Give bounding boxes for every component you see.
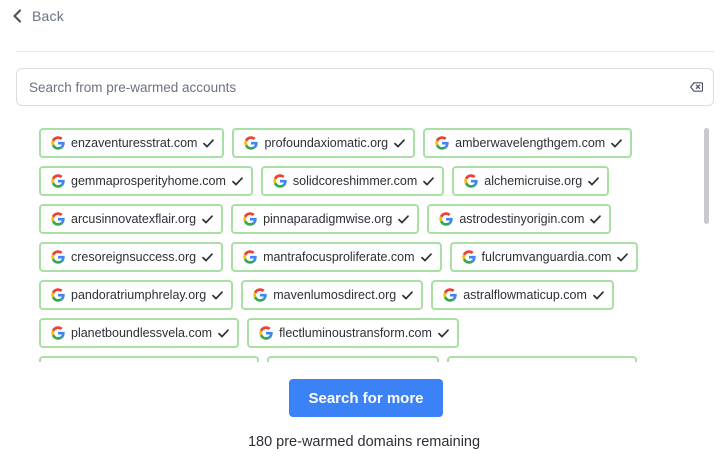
checkmark-icon — [617, 252, 629, 262]
checkmark-icon — [402, 290, 414, 300]
google-icon — [51, 250, 65, 264]
checkmark-icon — [588, 176, 600, 186]
checkmark-icon — [423, 176, 435, 186]
checkmark-icon — [590, 214, 602, 224]
search-for-more-button[interactable]: Search for more — [289, 379, 443, 417]
domain-chip[interactable]: pandoratriumphrelay.org — [39, 280, 234, 310]
domain-label: enzaventuresstrat.com — [71, 136, 198, 150]
checkmark-icon — [202, 252, 213, 262]
google-icon — [273, 174, 287, 188]
checkmark-icon — [212, 290, 224, 300]
domain-chip[interactable]: enzaventuresstrat.com — [39, 128, 225, 158]
domain-chip[interactable]: astralflowmaticup.com — [431, 280, 614, 310]
backspace-icon[interactable] — [689, 80, 703, 94]
domain-label: alchemicruise.org — [484, 174, 583, 188]
domain-label: mavenlumosdirect.org — [273, 288, 397, 302]
checkmark-icon — [611, 138, 623, 148]
domain-label: cresoreignsuccess.org — [71, 250, 197, 264]
checkmark-icon — [203, 138, 215, 148]
checkmark-icon — [232, 176, 243, 186]
google-icon — [243, 250, 257, 264]
google-icon — [244, 136, 259, 150]
google-icon — [443, 288, 457, 302]
domain-chip[interactable]: amberwavelengthgem.com — [423, 128, 633, 158]
domain-list[interactable]: enzaventuresstrat.com profoundaxiomatic.o… — [34, 122, 684, 362]
google-icon — [259, 326, 273, 340]
google-icon — [51, 212, 65, 226]
domain-chip[interactable]: solidcoreshimmer.com — [260, 166, 445, 196]
header-divider — [16, 51, 714, 52]
search-box — [16, 68, 714, 106]
domain-label: flectluminoustransform.com — [279, 326, 432, 340]
domain-chip[interactable]: planetboundlessvela.com — [39, 318, 240, 348]
google-icon — [51, 326, 65, 340]
search-input[interactable] — [17, 69, 689, 105]
google-icon — [439, 212, 454, 226]
domain-label: planetboundlessvela.com — [71, 326, 213, 340]
checkmark-icon — [202, 214, 213, 224]
domain-label: fulcrumvanguardia.com — [481, 250, 612, 264]
domain-chip[interactable]: pinnaparadigmwise.org — [231, 204, 420, 234]
checkmark-icon — [593, 290, 604, 300]
domain-label: arcusinnovatexflair.org — [71, 212, 197, 226]
checkmark-icon — [394, 138, 405, 148]
domain-label: astrodestinyorigin.com — [459, 212, 585, 226]
domain-chip[interactable]: profoundaxiomatic.org — [232, 128, 416, 158]
back-button[interactable]: Back — [12, 6, 64, 26]
domain-label: amberwavelengthgem.com — [455, 136, 606, 150]
domain-chip[interactable]: fulcrumvanguardia.com — [449, 242, 639, 272]
domain-label: profoundaxiomatic.org — [264, 136, 389, 150]
domain-chip[interactable]: mavenlumosdirect.org — [241, 280, 424, 310]
checkmark-icon — [398, 214, 410, 224]
domain-chip[interactable]: astrodestinyorigin.com — [427, 204, 612, 234]
domain-label: astralflowmaticup.com — [463, 288, 587, 302]
domain-label: pandoratriumphrelay.org — [71, 288, 207, 302]
google-icon — [243, 212, 257, 226]
domain-label: gemmaprosperityhome.com — [71, 174, 226, 188]
domain-chip-partial[interactable] — [39, 356, 259, 362]
domain-chip[interactable]: cresoreignsuccess.org — [39, 242, 224, 272]
google-icon — [461, 250, 476, 264]
google-icon — [435, 136, 449, 150]
google-icon — [253, 288, 267, 302]
domain-chip-partial[interactable] — [447, 356, 637, 362]
domain-chip[interactable]: gemmaprosperityhome.com — [39, 166, 253, 196]
domain-list-scrollbar[interactable] — [704, 128, 709, 224]
domains-remaining-text: 180 pre-warmed domains remaining — [247, 434, 481, 450]
google-icon — [464, 174, 478, 188]
google-icon — [51, 174, 65, 188]
google-icon — [51, 288, 65, 302]
checkmark-icon — [420, 252, 432, 262]
domain-label: solidcoreshimmer.com — [292, 174, 418, 188]
chevron-left-icon — [12, 9, 22, 23]
google-icon — [51, 136, 65, 150]
domain-chip[interactable]: arcusinnovatexflair.org — [39, 204, 224, 234]
domain-chip[interactable]: mantrafocusproliferate.com — [231, 242, 442, 272]
domain-label: mantrafocusproliferate.com — [263, 250, 415, 264]
back-label: Back — [32, 8, 64, 24]
checkmark-icon — [218, 328, 229, 338]
checkmark-icon — [438, 328, 449, 338]
domain-chip[interactable]: flectluminoustransform.com — [247, 318, 459, 348]
domain-label: pinnaparadigmwise.org — [263, 212, 393, 226]
domain-chip[interactable]: alchemicruise.org — [452, 166, 610, 196]
domain-chip-partial[interactable] — [267, 356, 439, 362]
